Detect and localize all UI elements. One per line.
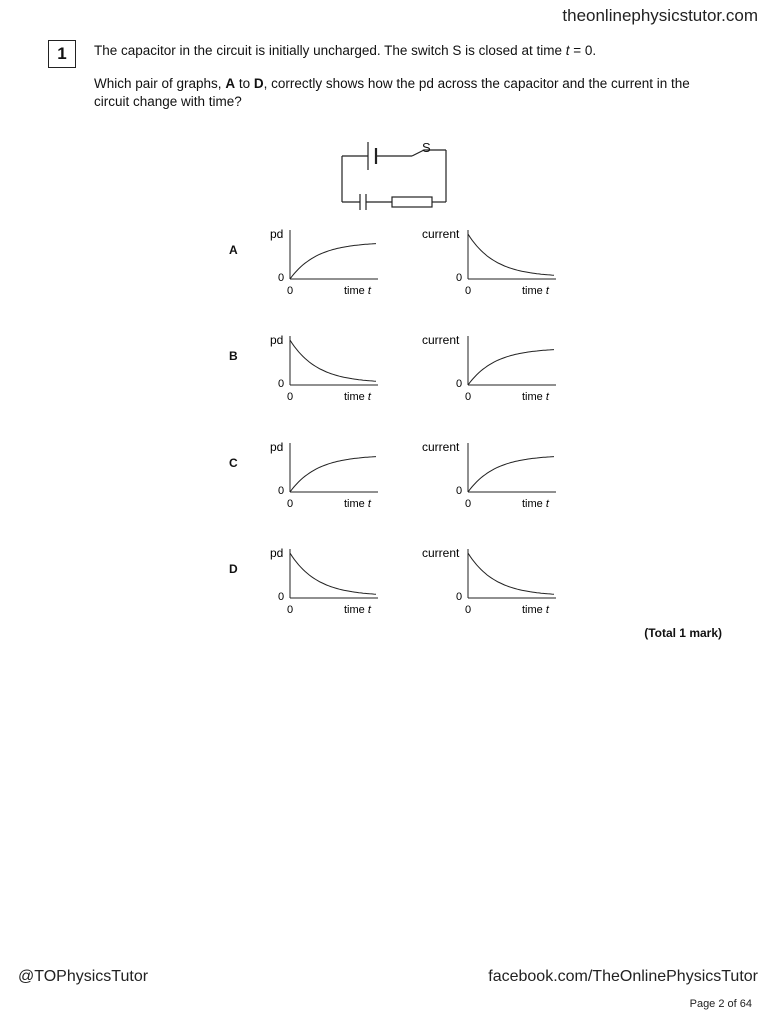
y-axis-label: pd xyxy=(270,227,283,241)
question-line-2: Which pair of graphs, A to D, correctly … xyxy=(94,76,690,109)
option-letter-a: A xyxy=(229,243,238,257)
y-origin-label: 0 xyxy=(456,378,462,390)
y-axis-label: current xyxy=(422,333,460,347)
x-origin-label: 0 xyxy=(465,285,471,297)
y-origin-label: 0 xyxy=(456,272,462,284)
y-axis-label: pd xyxy=(270,546,283,560)
y-axis-label: current xyxy=(422,546,460,560)
x-origin-label: 0 xyxy=(287,498,293,510)
curve xyxy=(289,456,377,493)
curve xyxy=(289,339,377,382)
curve xyxy=(467,456,555,493)
question-stem: The capacitor in the circuit is initiall… xyxy=(94,42,704,126)
circuit-diagram: S xyxy=(341,140,447,210)
graph-a-pd: pd 0 0 time t xyxy=(270,227,378,297)
option-letter-b: B xyxy=(229,349,238,363)
x-axis-label: time t xyxy=(522,498,550,510)
x-origin-label: 0 xyxy=(287,391,293,403)
y-origin-label: 0 xyxy=(278,272,284,284)
curve xyxy=(467,349,555,386)
graph-d-current: current 0 0 time t xyxy=(422,546,556,616)
footer-twitter: @TOPhysicsTutor xyxy=(18,968,149,985)
graph-b-pd: pd 0 0 time t xyxy=(270,333,378,403)
question-number: 1 xyxy=(48,40,76,68)
curve xyxy=(289,552,377,595)
y-origin-label: 0 xyxy=(456,485,462,497)
x-axis-label: time t xyxy=(344,604,372,616)
y-axis-label: pd xyxy=(270,440,283,454)
y-origin-label: 0 xyxy=(278,591,284,603)
y-origin-label: 0 xyxy=(278,378,284,390)
graph-d-pd: pd 0 0 time t xyxy=(270,546,378,616)
site-url: theonlinephysicstutor.com xyxy=(562,6,758,25)
graph-c-current: current 0 0 time t xyxy=(422,440,556,510)
x-axis-label: time t xyxy=(522,391,550,403)
x-origin-label: 0 xyxy=(465,604,471,616)
y-origin-label: 0 xyxy=(278,485,284,497)
graph-a-current: current 0 0 time t xyxy=(422,227,556,297)
x-origin-label: 0 xyxy=(287,604,293,616)
option-letter-c: C xyxy=(229,456,238,470)
total-mark: (Total 1 mark) xyxy=(644,626,722,640)
x-origin-label: 0 xyxy=(465,498,471,510)
y-origin-label: 0 xyxy=(456,591,462,603)
y-axis-label: current xyxy=(422,227,460,241)
y-axis-label: current xyxy=(422,440,460,454)
switch-label: S xyxy=(422,140,431,155)
y-axis-label: pd xyxy=(270,333,283,347)
page-number: Page 2 of 64 xyxy=(689,998,752,1010)
curve xyxy=(467,233,555,276)
footer-facebook: facebook.com/TheOnlinePhysicsTutor xyxy=(488,968,758,985)
x-axis-label: time t xyxy=(344,498,372,510)
curve xyxy=(289,243,377,280)
x-axis-label: time t xyxy=(344,285,372,297)
x-axis-label: time t xyxy=(344,391,372,403)
switch-blade xyxy=(411,149,425,157)
x-axis-label: time t xyxy=(522,604,550,616)
x-origin-label: 0 xyxy=(465,391,471,403)
option-letter-d: D xyxy=(229,562,238,576)
graph-c-pd: pd 0 0 time t xyxy=(270,440,378,510)
x-axis-label: time t xyxy=(522,285,550,297)
question-line-1: The capacitor in the circuit is initiall… xyxy=(94,43,597,58)
graph-b-current: current 0 0 time t xyxy=(422,333,556,403)
resistor xyxy=(391,196,433,208)
x-origin-label: 0 xyxy=(287,285,293,297)
curve xyxy=(467,552,555,595)
